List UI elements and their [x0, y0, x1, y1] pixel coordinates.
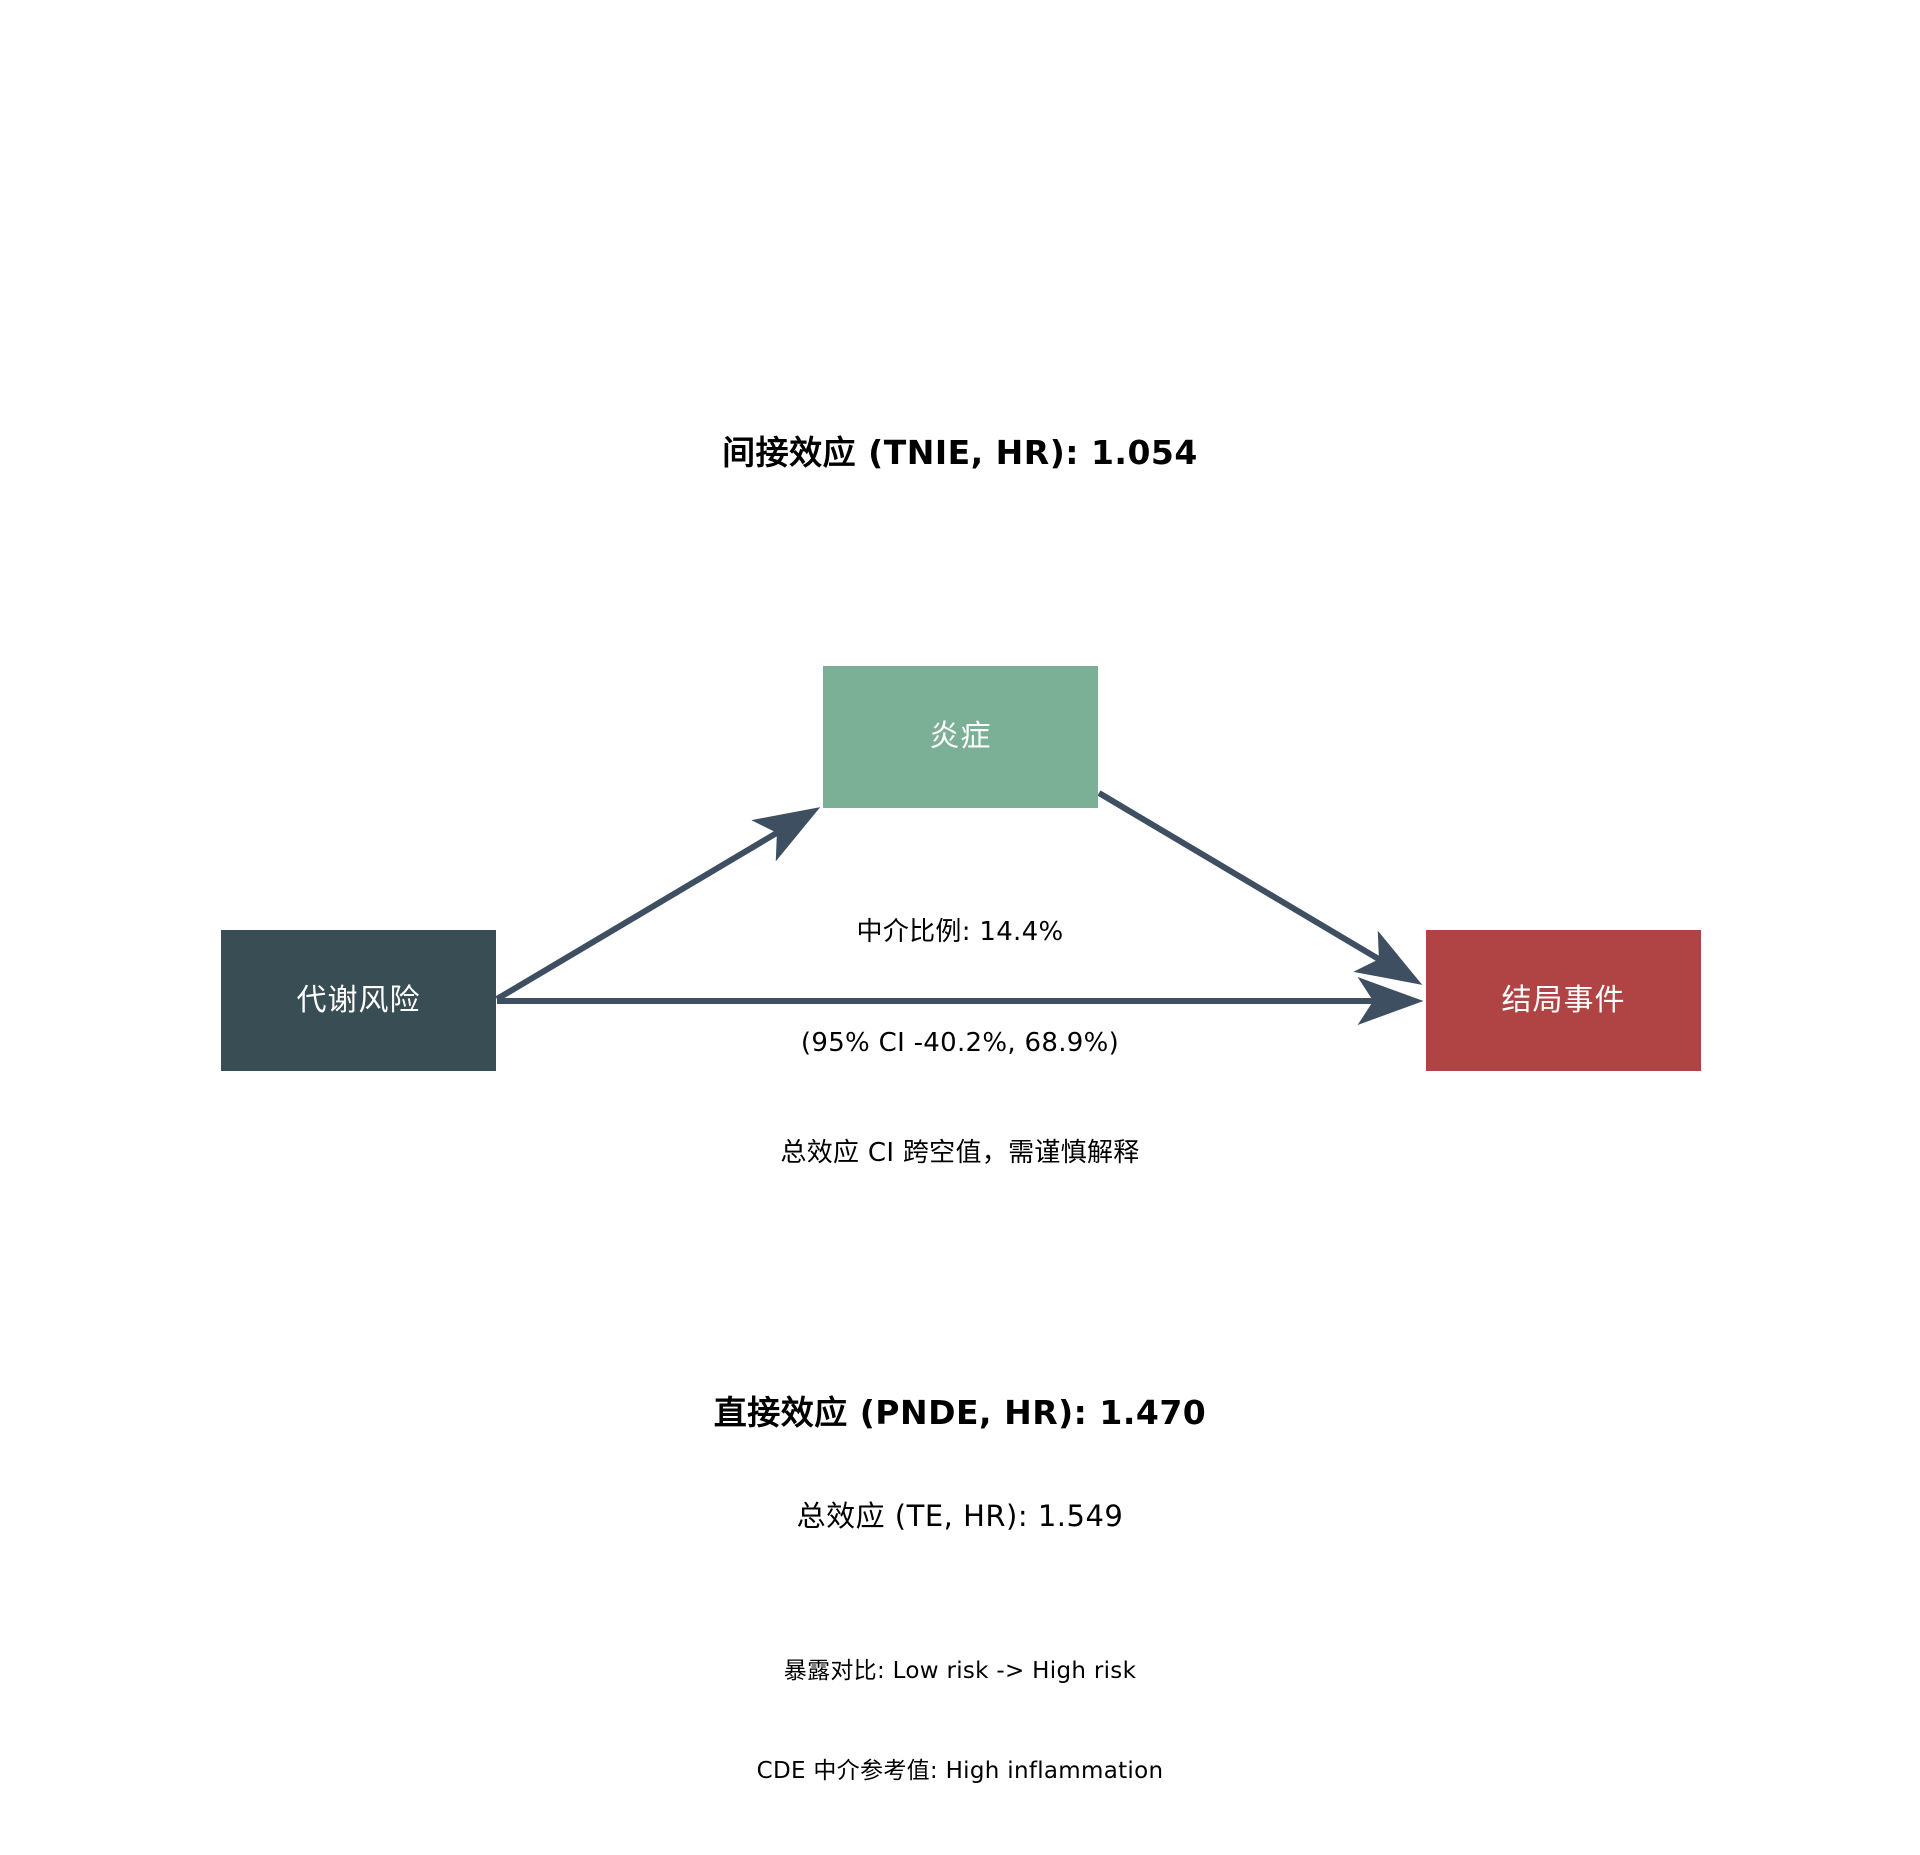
mediated-proportion-ci-line: (95% CI -40.2%, 68.9%) [800, 1027, 1120, 1058]
mediated-proportion-caveat-line: 总效应 CI 跨空值，需谨慎解释 [780, 1138, 1140, 1169]
direct-effect-label: 直接效应 (PNDE, HR): 1.470 [713, 1393, 1207, 1432]
footnotes: 暴露对比: Low risk -> High risk CDE 中介参考值: H… [0, 1588, 1920, 1855]
footnote-exposure-contrast: 暴露对比: Low risk -> High risk [783, 1657, 1137, 1684]
node-exposure-label: 代谢风险 [296, 982, 421, 1018]
mediated-proportion-annotation: 中介比例: 14.4% (95% CI -40.2%, 68.9%) 总效应 C… [0, 840, 1920, 1246]
total-effect-label: 总效应 (TE, HR): 1.549 [796, 1499, 1124, 1533]
node-exposure: 代谢风险 [221, 930, 496, 1071]
node-outcome: 结局事件 [1426, 930, 1701, 1071]
node-mediator: 炎症 [823, 666, 1098, 808]
diagram-canvas: 间接效应 (TNIE, HR): 1.054 炎症 代谢风险 结局事件 中介比例… [0, 433, 1920, 1784]
footnote-cde-reference: CDE 中介参考值: High inflammation [756, 1757, 1164, 1784]
node-outcome-label: 结局事件 [1501, 982, 1626, 1018]
mediated-proportion-line: 中介比例: 14.4% [856, 916, 1064, 947]
indirect-effect-label: 间接效应 (TNIE, HR): 1.054 [722, 433, 1198, 472]
node-mediator-label: 炎症 [929, 719, 992, 754]
